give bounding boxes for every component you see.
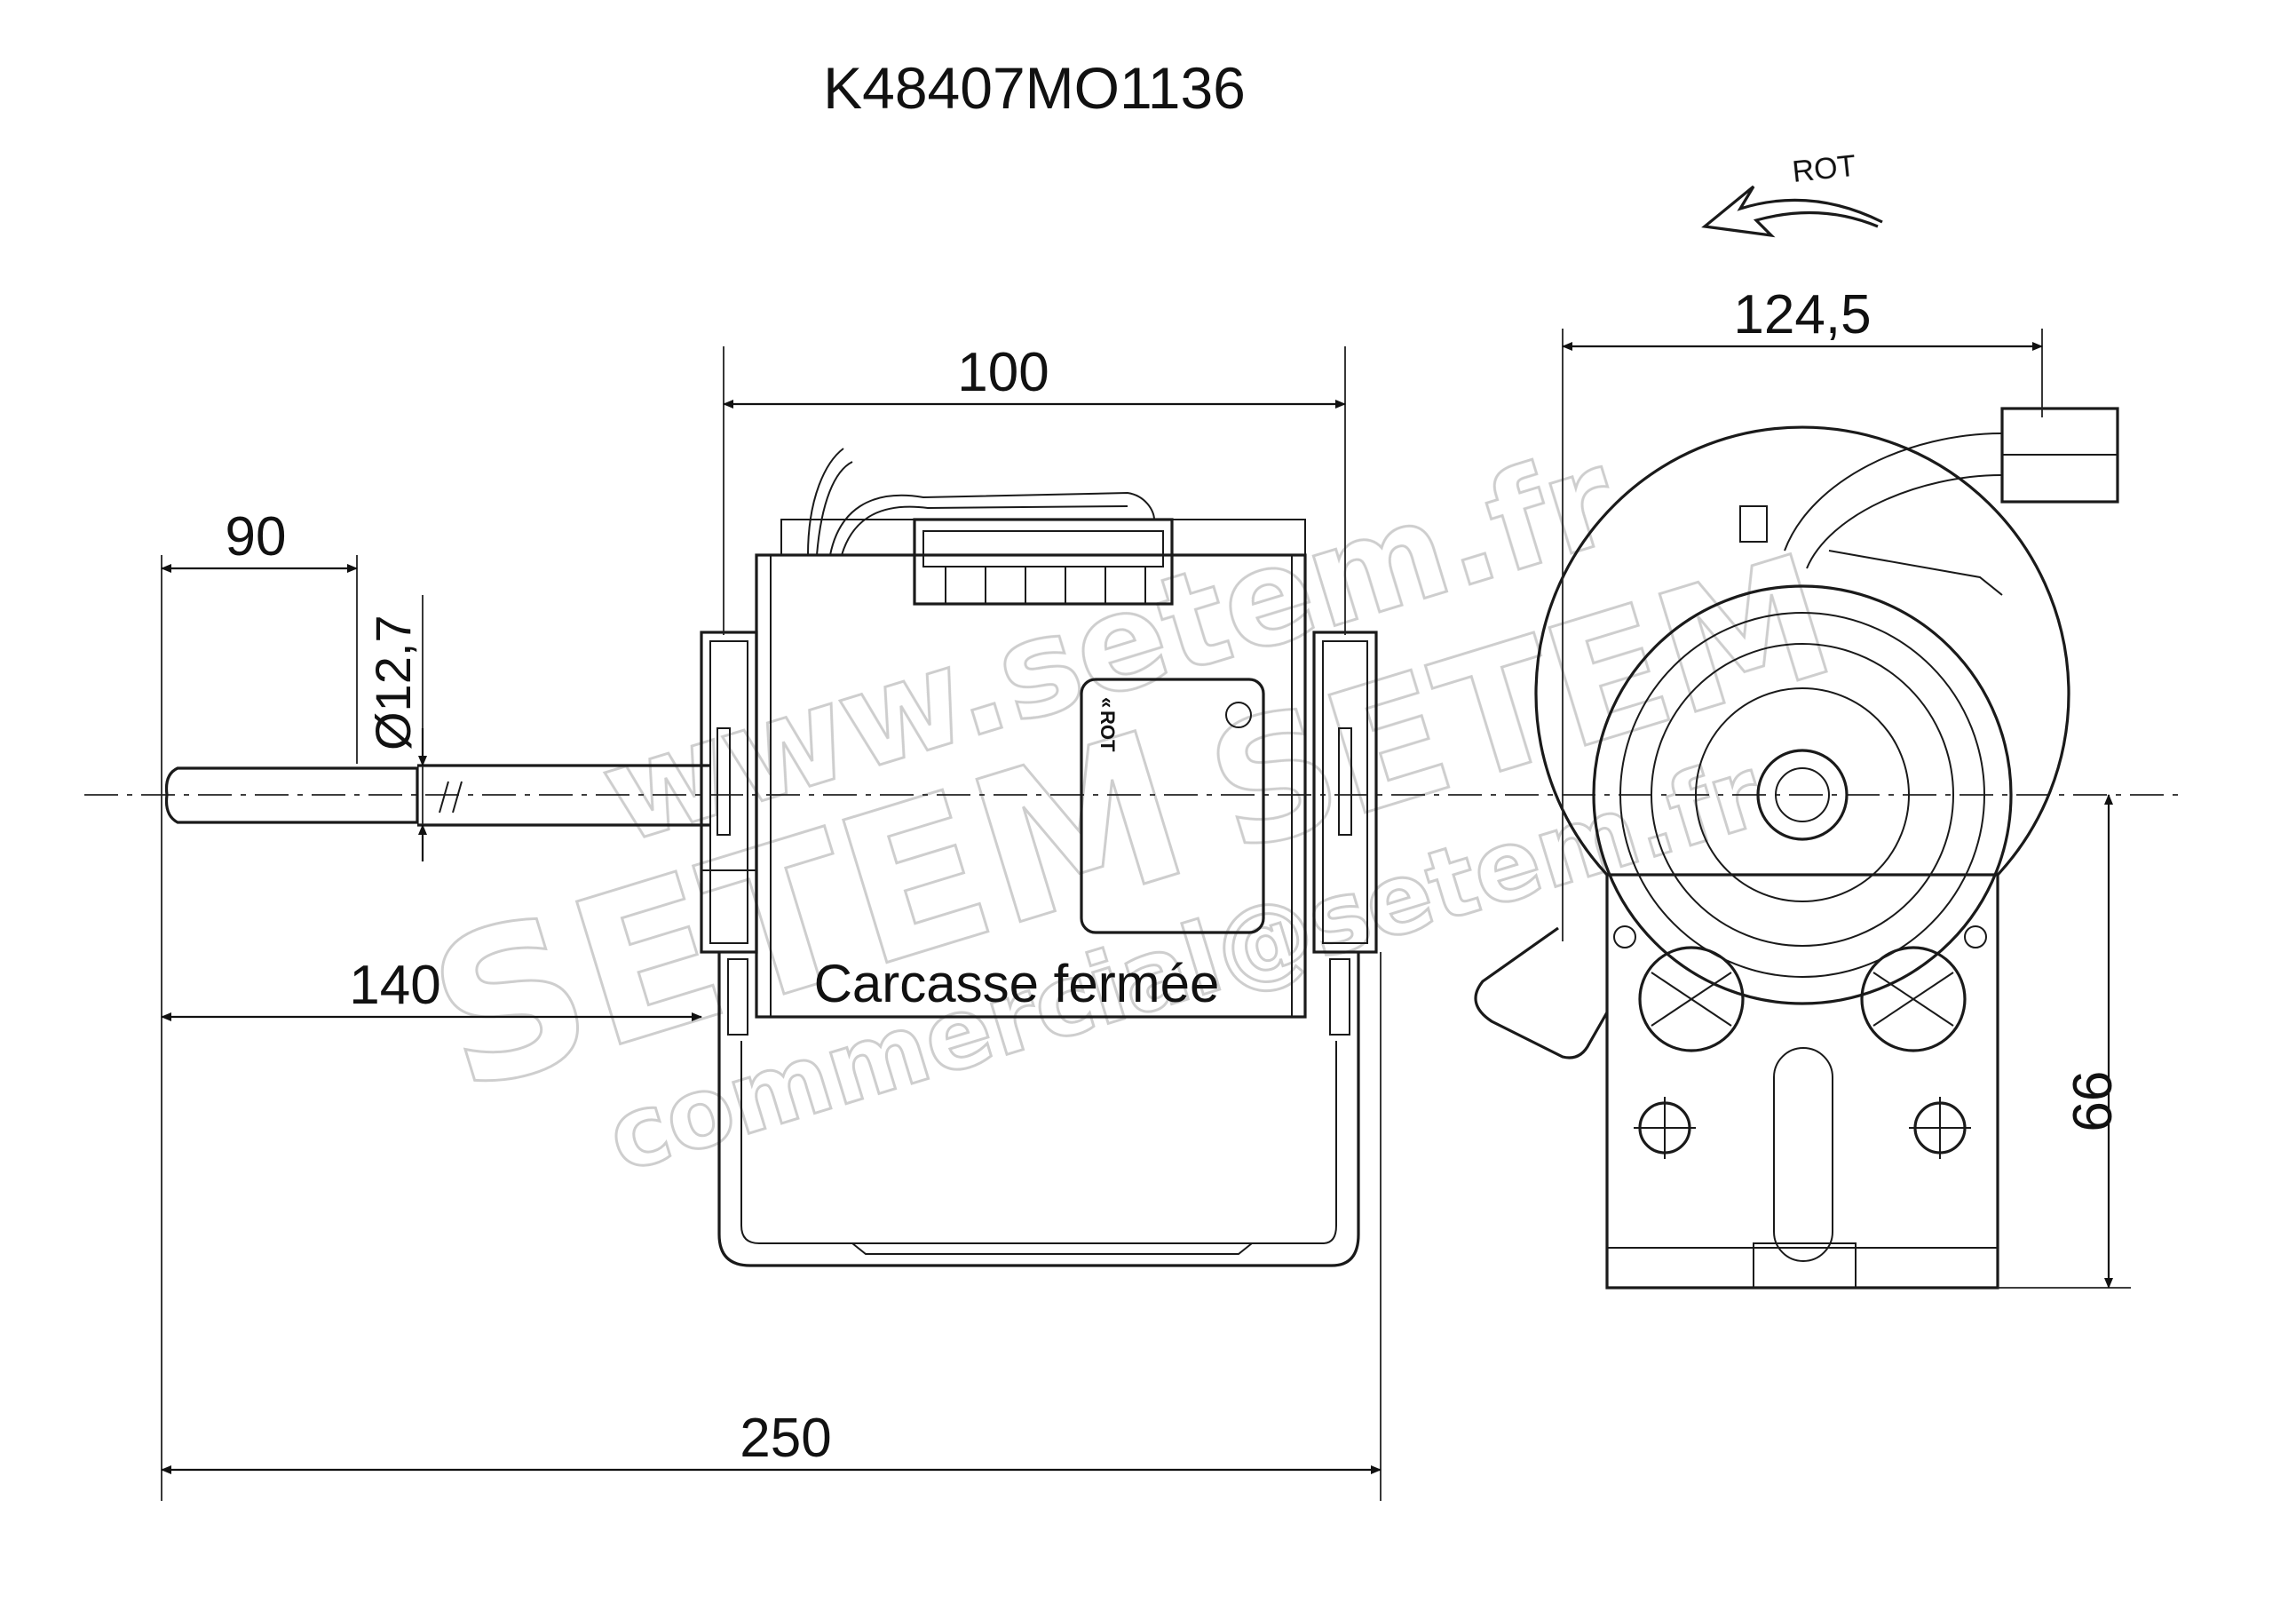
mounting-holes <box>1613 925 1987 1159</box>
side-view: ROT « Carcasse fermée <box>84 448 2184 1267</box>
plate-certification-mark <box>1225 702 1252 728</box>
rotation-label: ROT <box>1791 149 1857 189</box>
vent-holes <box>1638 946 1967 1052</box>
dimension-body-width: 100 <box>957 342 1049 403</box>
dimension-shaft-length: 90 <box>226 506 287 567</box>
motor-body <box>755 519 1307 1019</box>
rotation-indicator: ROT <box>1701 149 1883 238</box>
watermark: www.setem.fr SETEM commercial@setem.fr S… <box>406 419 1855 1196</box>
dimension-axis-height: 99 <box>2061 1071 2122 1132</box>
enclosure-caption: Carcasse fermée <box>814 954 1220 1013</box>
motor-shaft <box>164 764 710 827</box>
end-view: ROT <box>1474 149 2119 1290</box>
end-view-lug <box>1474 926 1609 1059</box>
rating-plate: ROT « <box>1080 678 1265 934</box>
dimension-shaft-diameter: Ø12,7 <box>365 615 421 750</box>
side-view-dimensions: 100 90 Ø12,7 140 250 <box>161 342 1382 1501</box>
end-view-dimensions: 124,5 99 <box>1562 284 2131 1289</box>
front-flange <box>700 631 758 954</box>
dimension-shaft-to-bracket: 140 <box>349 955 440 1016</box>
rotation-arrow-icon <box>1701 185 1883 238</box>
mounting-bracket <box>717 952 1360 1267</box>
end-view-connector <box>1739 407 2119 596</box>
lead-wires <box>807 448 1155 556</box>
plate-rot-chevron: « <box>1097 697 1119 708</box>
terminal-block <box>913 518 1174 606</box>
end-view-base-plate <box>1605 873 1999 1290</box>
dimension-overall-length: 250 <box>740 1408 831 1469</box>
drawing-title: K48407MO1136 <box>823 55 1246 121</box>
end-view-housing <box>1534 425 2070 1005</box>
plate-rot-label: ROT <box>1097 710 1119 752</box>
dimension-end-view-width: 124,5 <box>1733 284 1871 345</box>
